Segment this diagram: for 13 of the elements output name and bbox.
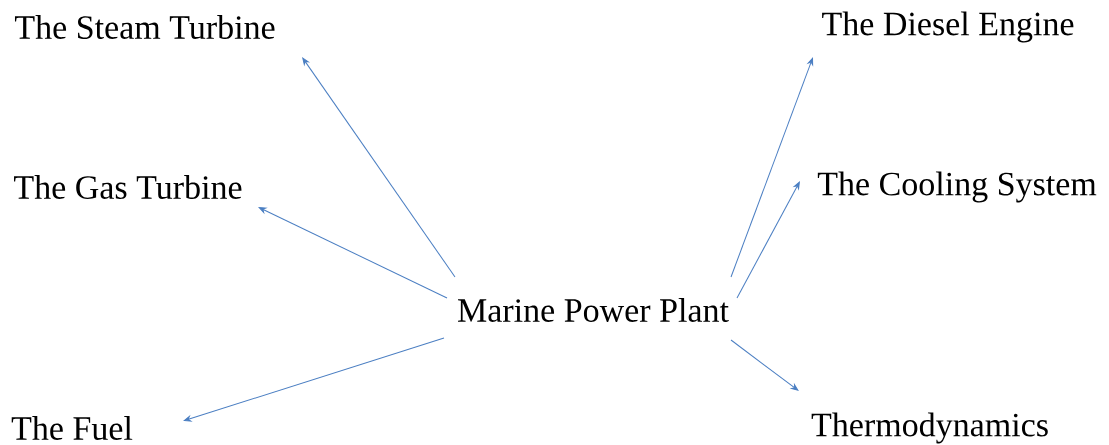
node-label: The Gas Turbine	[14, 175, 242, 199]
node-label: Marine Power Plant	[458, 298, 729, 322]
arrow	[730, 57, 814, 278]
node-label: The Diesel Engine	[822, 11, 1074, 43]
arrow	[183, 337, 445, 422]
arrow	[302, 57, 456, 278]
arrow	[258, 207, 448, 299]
node-label: Thermodynamics	[811, 412, 1048, 444]
arrow	[736, 181, 800, 299]
node-label: The Steam Turbine	[15, 15, 275, 39]
node-label: The Cooling System	[817, 171, 1097, 203]
node-label: The Fuel	[11, 416, 133, 440]
arrow	[730, 339, 799, 391]
